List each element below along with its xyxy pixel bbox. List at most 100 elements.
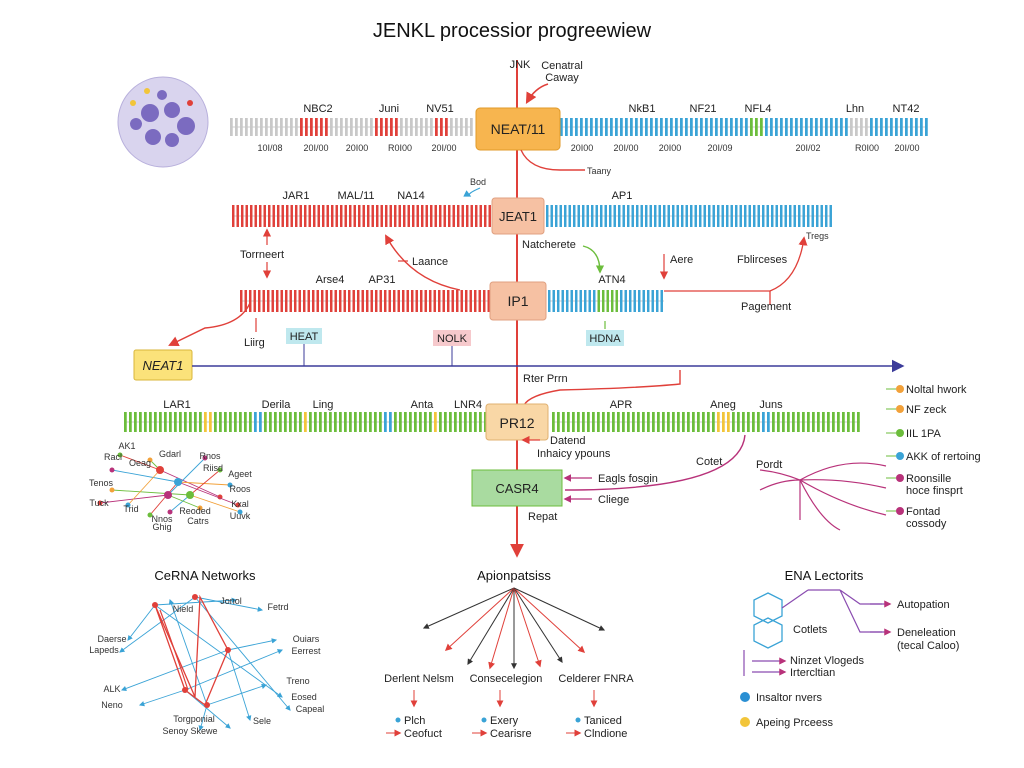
- apop-sub-dot: [575, 717, 581, 723]
- sequence-tick: [650, 118, 653, 136]
- sequence-tick: [169, 412, 172, 432]
- legend-dot: [896, 385, 904, 393]
- cluster-label: Nnos: [151, 514, 173, 524]
- row4-label: Anta: [411, 399, 435, 411]
- sequence-tick: [609, 205, 612, 227]
- sequence-tick: [677, 412, 680, 432]
- sequence-tick: [469, 412, 472, 432]
- sequence-tick: [271, 290, 274, 312]
- sequence-tick: [406, 290, 409, 312]
- sequence-tick: [780, 205, 783, 227]
- apop-edge: [513, 587, 606, 631]
- sequence-tick: [415, 118, 418, 136]
- sequence-tick: [798, 205, 801, 227]
- sequence-tick: [552, 412, 555, 432]
- sequence-tick: [281, 205, 284, 227]
- sequence-tick: [832, 412, 835, 432]
- sequence-tick: [777, 412, 780, 432]
- cluster-node: [109, 487, 115, 493]
- sequence-tick: [637, 412, 640, 432]
- sequence-tick: [366, 290, 369, 312]
- cluster-edge: [189, 469, 221, 496]
- neat1-start-box[interactable]: [133, 349, 193, 381]
- sequence-tick: [753, 205, 756, 227]
- row1-label-nfl4: NFL4: [745, 103, 772, 115]
- neat11-box[interactable]: [475, 107, 561, 151]
- sequence-tick: [820, 118, 823, 136]
- sequence-tick: [572, 412, 575, 432]
- sequence-tick: [640, 118, 643, 136]
- cerna-label: Daerse: [97, 634, 126, 644]
- sequence-tick: [444, 412, 447, 432]
- sequence-tick: [580, 118, 583, 136]
- sequence-tick: [374, 412, 377, 432]
- sequence-tick: [588, 290, 591, 312]
- sequence-tick: [771, 205, 774, 227]
- liirg-label: Liirg: [244, 337, 265, 349]
- sequence-tick: [139, 412, 142, 432]
- sequence-tick: [620, 290, 623, 312]
- sequence-tick: [570, 118, 573, 136]
- sequence-tick: [793, 205, 796, 227]
- sequence-tick: [402, 290, 405, 312]
- sequence-tick: [393, 290, 396, 312]
- sequence-tick: [313, 205, 316, 227]
- sequence-tick: [660, 118, 663, 136]
- sequence-tick: [388, 290, 391, 312]
- sequence-tick: [645, 205, 648, 227]
- apop-sub-dot: [395, 717, 401, 723]
- sequence-tick: [827, 412, 830, 432]
- sequence-tick: [582, 412, 585, 432]
- jeat1-box[interactable]: [491, 197, 545, 235]
- cluster-label: Oeag: [129, 458, 151, 468]
- sequence-tick: [617, 412, 620, 432]
- sequence-tick: [829, 205, 832, 227]
- sequence-tick: [672, 205, 675, 227]
- sequence-tick: [757, 205, 760, 227]
- apop-sub-label: Cearisre: [490, 728, 532, 740]
- sequence-tick: [584, 290, 587, 312]
- sequence-tick: [380, 205, 383, 227]
- sequence-tick: [593, 290, 596, 312]
- sequence-tick: [880, 118, 883, 136]
- sequence-tick: [483, 290, 486, 312]
- sequence-tick: [772, 412, 775, 432]
- sequence-tick: [675, 118, 678, 136]
- cluster-node: [125, 502, 131, 508]
- legend-label: Fontad: [906, 506, 940, 518]
- sequence-tick: [595, 118, 598, 136]
- sequence-tick: [847, 412, 850, 432]
- legend-dot: [896, 429, 904, 437]
- sequence-tick: [276, 290, 279, 312]
- row4-label: APR: [610, 399, 633, 411]
- legend-dot-insaltor: [740, 692, 750, 702]
- row1-label-nkb1: NkB1: [629, 103, 656, 115]
- sequence-tick: [805, 118, 808, 136]
- sequence-tick: [613, 205, 616, 227]
- sequence-tick: [630, 118, 633, 136]
- pr12-box[interactable]: [485, 403, 549, 441]
- sequence-tick: [277, 205, 280, 227]
- sequence-tick: [607, 412, 610, 432]
- sequence-tick: [414, 412, 417, 432]
- sequence-tick: [717, 412, 720, 432]
- sequence-tick: [364, 412, 367, 432]
- sequence-tick: [395, 118, 398, 136]
- sequence-tick: [434, 412, 437, 432]
- sequence-tick: [430, 118, 433, 136]
- sequence-tick: [782, 412, 785, 432]
- sequence-tick: [658, 205, 661, 227]
- ip1-box[interactable]: [489, 281, 547, 321]
- row2-label-ap1: AP1: [612, 190, 633, 202]
- sequence-tick: [279, 412, 282, 432]
- row3-sequence-bar: [240, 290, 664, 312]
- sequence-tick: [557, 412, 560, 432]
- cerna-node: [182, 687, 188, 693]
- casr4-box[interactable]: [471, 469, 563, 507]
- sequence-tick: [715, 118, 718, 136]
- sequence-tick: [590, 118, 593, 136]
- laance-label: Laance: [412, 256, 448, 268]
- laance-arrow: [385, 234, 461, 291]
- natcherete-label: Natcherete: [522, 239, 576, 251]
- cluster-label: Catrs: [187, 516, 209, 526]
